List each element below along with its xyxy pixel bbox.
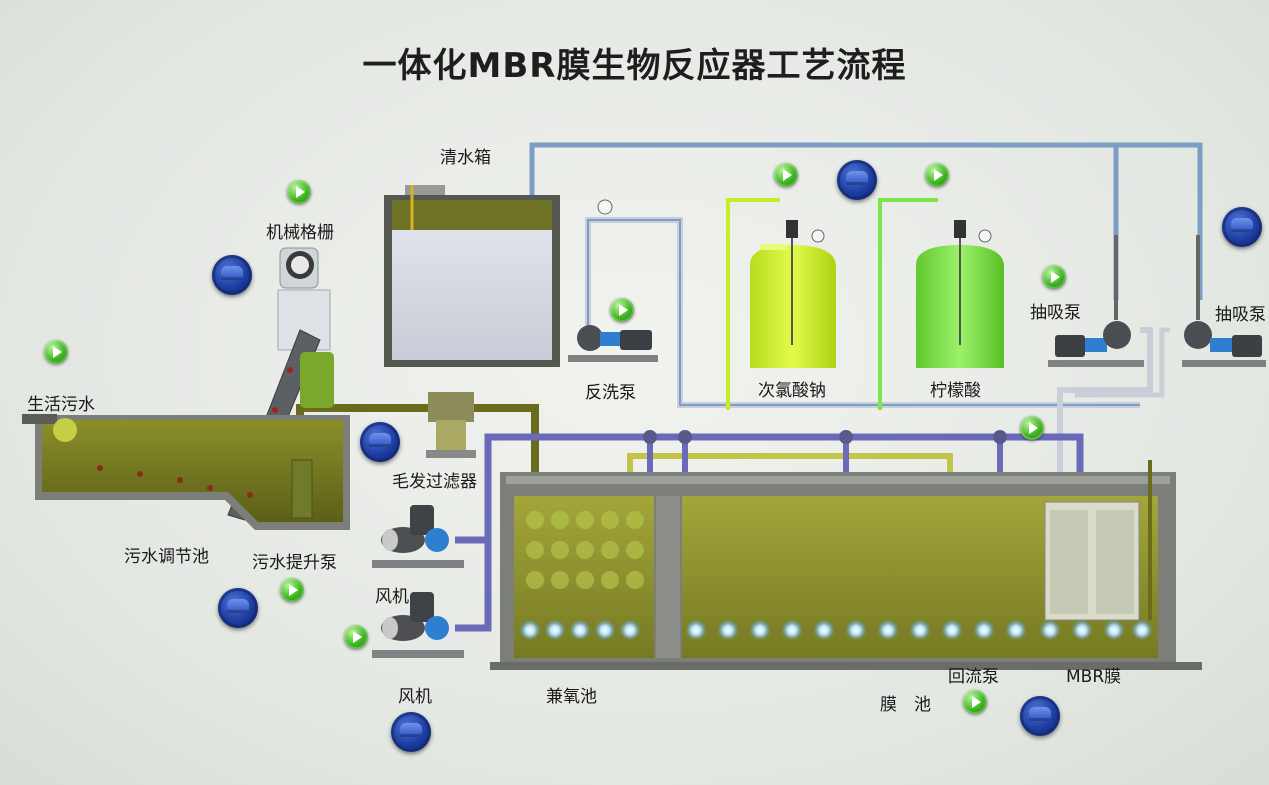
domestic-sewage-label: 生活污水 (27, 395, 95, 415)
stop-button-fan[interactable] (391, 712, 431, 752)
play-icon-mbr-membrane[interactable] (1020, 416, 1044, 440)
lift-pump-label: 污水提升泵 (252, 553, 337, 573)
play-icon-backwash-pump[interactable] (610, 298, 634, 322)
citric-dosing-line (878, 198, 938, 410)
stop-button-suction-pump-right[interactable] (1222, 207, 1262, 247)
play-icon-return-pump[interactable] (963, 690, 987, 714)
stop-button-lift-pump[interactable] (218, 588, 258, 628)
return-pump-label: 回流泵 (948, 667, 999, 687)
regulating-tank (22, 414, 350, 530)
play-icon-lift-pump[interactable] (280, 578, 304, 602)
mbr-membrane-module (1044, 460, 1152, 621)
stop-button-membrane-tank[interactable] (1020, 696, 1060, 736)
fan-unit-upper (372, 505, 464, 568)
clean-water-tank (384, 185, 560, 367)
suction-pump-right-label: 抽吸泵 (1215, 305, 1266, 325)
mechanical-screen-label: 机械格栅 (266, 223, 334, 243)
play-icon-sodium-hypochlorite[interactable] (774, 163, 798, 187)
suction-pump-left-label: 抽吸泵 (1030, 303, 1081, 323)
play-icon-domestic-sewage[interactable] (44, 340, 68, 364)
sodium-hypochlorite-tank (750, 220, 836, 368)
clean-water-return-pipe (529, 142, 1203, 300)
fan-unit-lower (372, 592, 464, 658)
anoxic-tank-label: 兼氧池 (546, 687, 597, 707)
suction-pump-unit-right (1182, 235, 1266, 367)
air-header-pipe (455, 433, 1084, 544)
stop-button-dosing[interactable] (837, 160, 877, 200)
clean-water-tank-label: 清水箱 (440, 148, 491, 168)
fan-upper-label: 风机 (375, 587, 409, 607)
mbr-membrane-label: MBR膜 (1066, 667, 1122, 687)
hair-filter-label: 毛发过滤器 (392, 472, 477, 492)
suction-outlet-pipe (1057, 327, 1153, 500)
citric-acid-label: 柠檬酸 (930, 381, 981, 401)
play-icon-fan-lower[interactable] (344, 625, 368, 649)
citric-acid-tank (916, 220, 1004, 368)
backwash-pump-unit (568, 199, 658, 362)
fan-lower-label: 风机 (398, 687, 432, 707)
stop-button-hair-filter[interactable] (360, 422, 400, 462)
page-title: 一体化MBR膜生物反应器工艺流程 (362, 46, 907, 86)
play-icon-citric-acid[interactable] (925, 163, 949, 187)
play-icon-mechanical-screen[interactable] (287, 180, 311, 204)
hair-filter-unit (426, 392, 476, 458)
regulating-tank-label: 污水调节池 (124, 547, 209, 567)
stop-button-mechanical-screen[interactable] (212, 255, 252, 295)
membrane-tank-label: 膜 池 (880, 695, 931, 715)
aeration-bubbles (519, 617, 1153, 639)
sodium-hypochlorite-label: 次氯酸钠 (758, 381, 826, 401)
play-icon-suction-pump-left[interactable] (1042, 265, 1066, 289)
suction-pump-unit-left (1048, 235, 1144, 367)
backwash-pump-label: 反洗泵 (585, 383, 636, 403)
hypochlorite-dosing-line (726, 198, 780, 410)
